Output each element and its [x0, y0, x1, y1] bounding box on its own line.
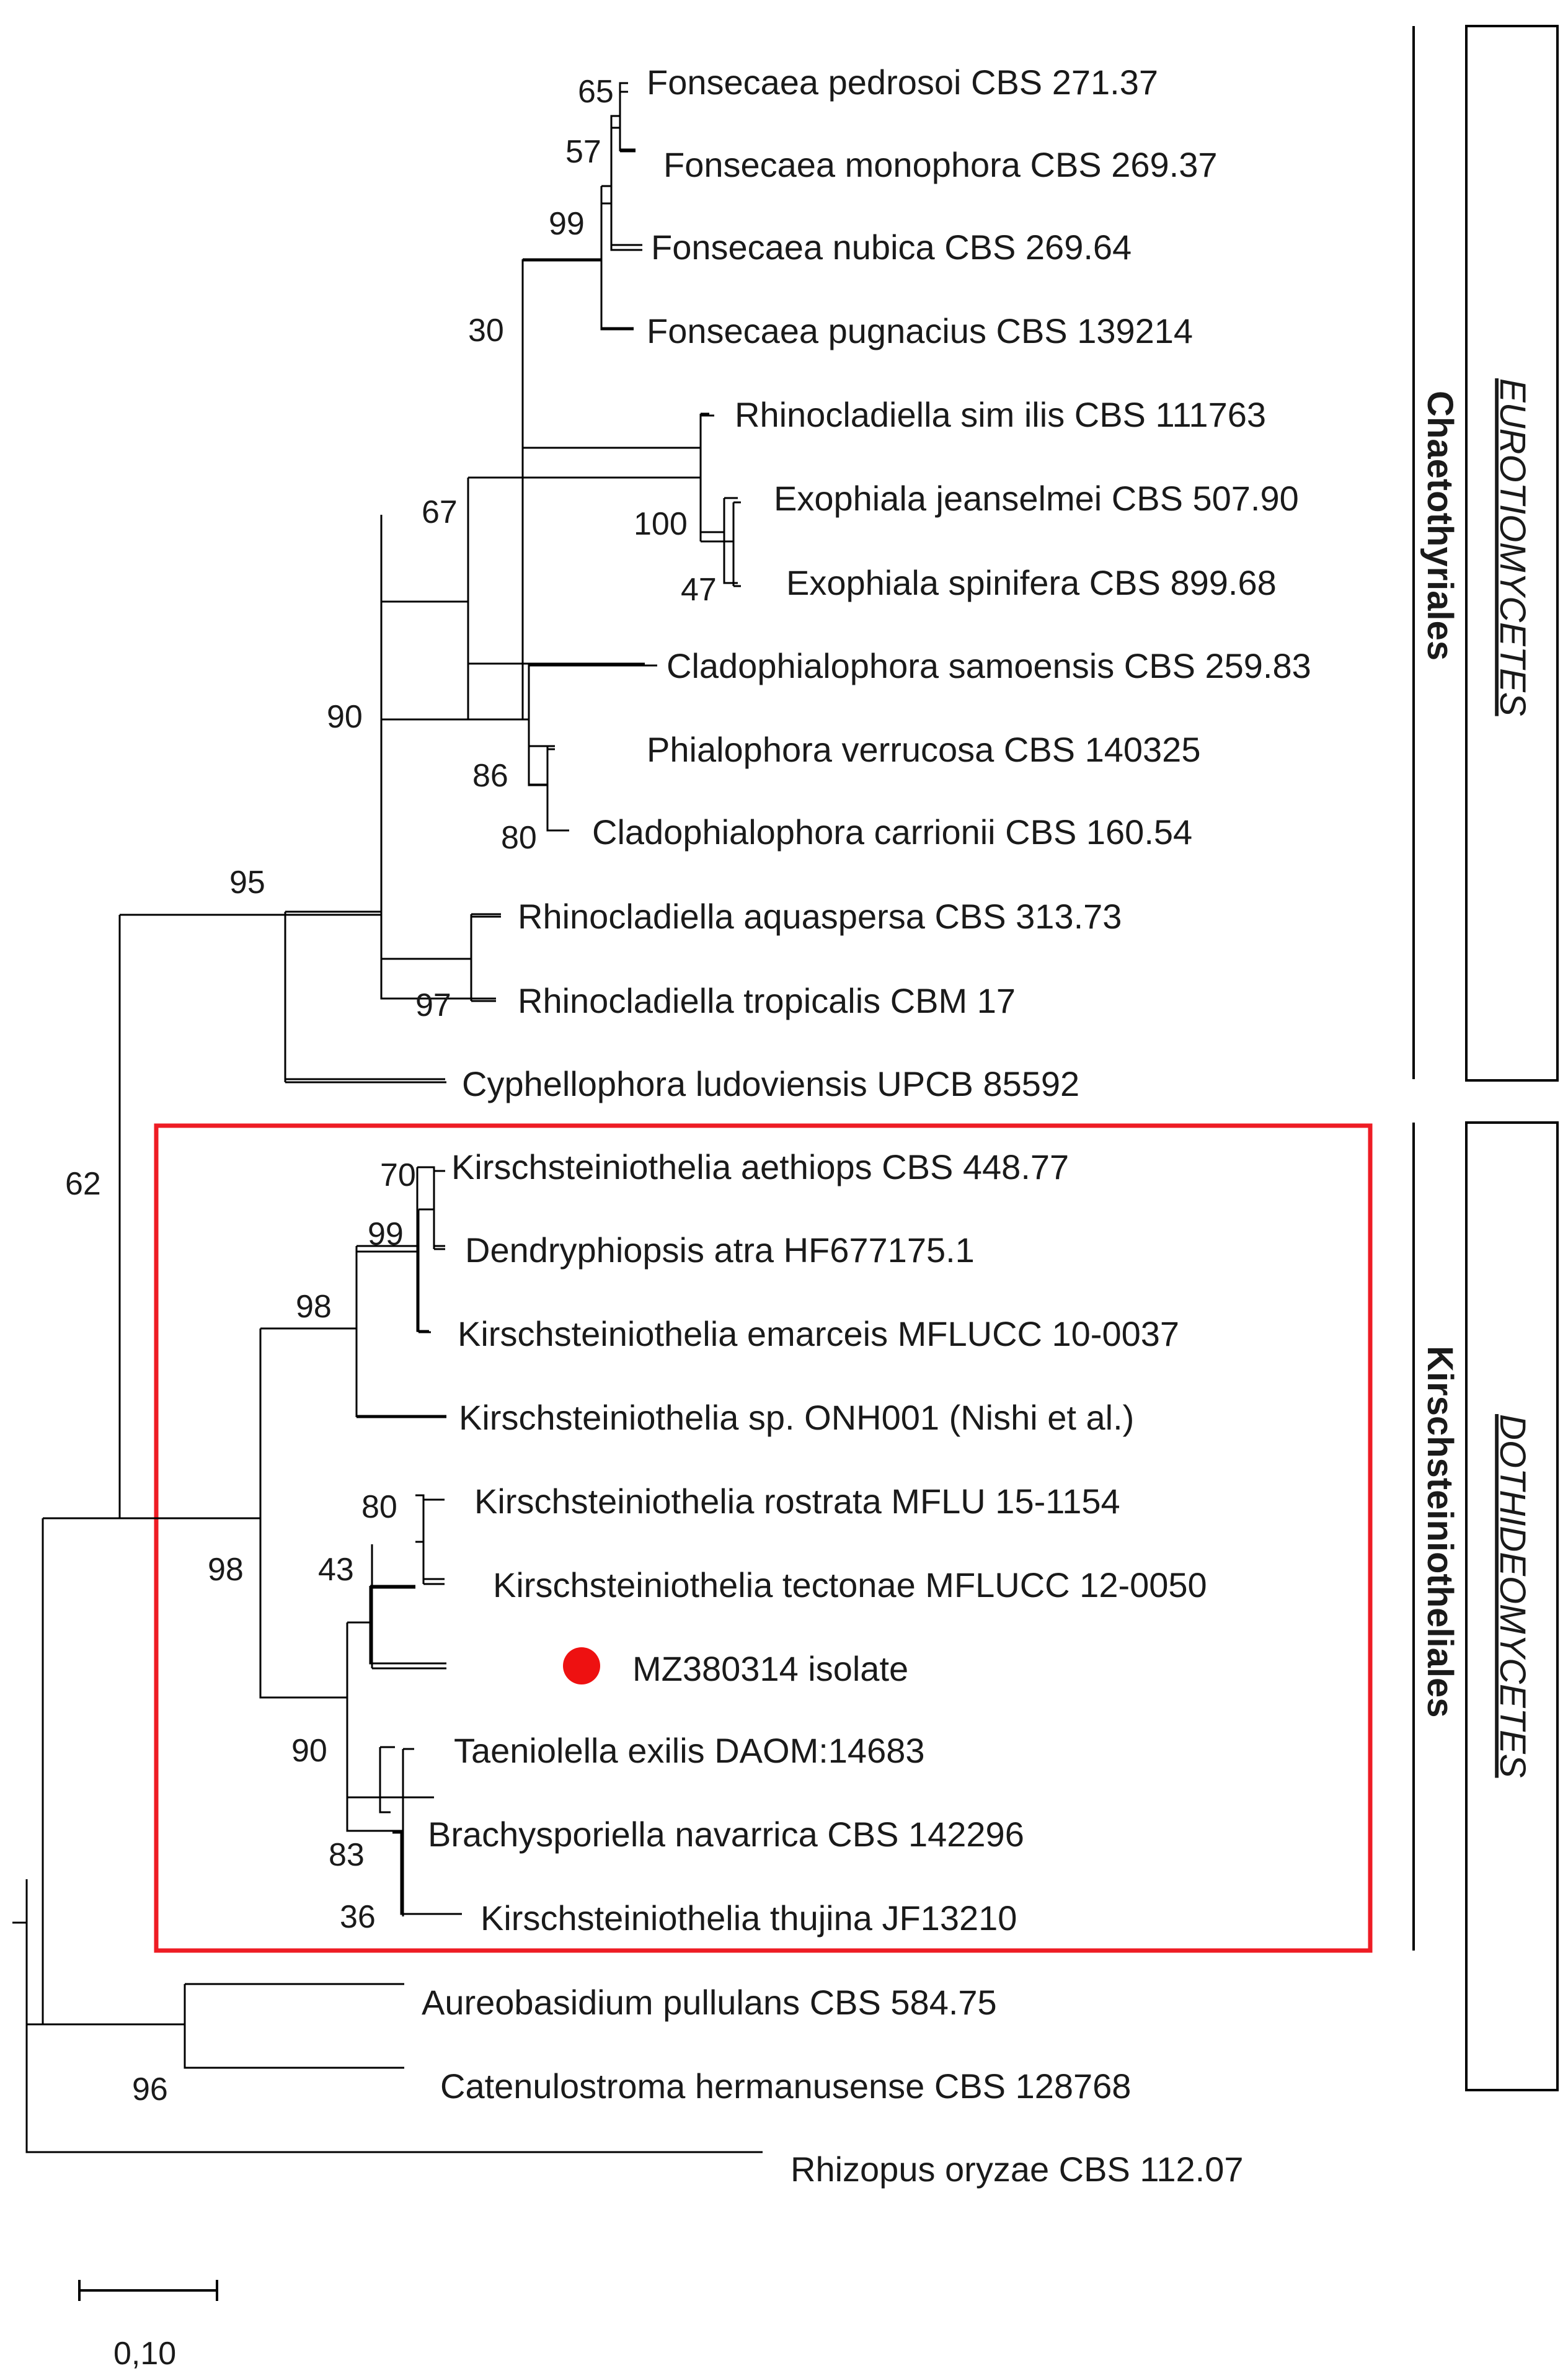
taxon-label: Exophiala jeanselmei CBS 507.90 — [774, 479, 1299, 518]
bootstrap-label: 83 — [329, 1837, 365, 1873]
taxon-label: Kirschsteiniothelia thujina JF13210 — [481, 1898, 1017, 1938]
bootstrap-label: 97 — [415, 987, 451, 1023]
bootstrap-label: 99 — [549, 206, 585, 242]
taxon-label: Dendryphiopsis atra HF677175.1 — [465, 1230, 975, 1270]
bootstrap-label: 86 — [472, 758, 508, 794]
bootstrap-label: 67 — [422, 494, 458, 530]
bootstrap-label: 99 — [368, 1216, 404, 1252]
taxon-label: Brachysporiella navarrica CBS 142296 — [428, 1815, 1024, 1854]
class-box-dothideomycetes — [1465, 1121, 1559, 2091]
taxon-label: Cladophialophora samoensis CBS 259.83 — [667, 646, 1311, 685]
taxon-label: Fonsecaea pugnacius CBS 139214 — [647, 311, 1193, 350]
class-box-eurotiomycetes — [1465, 25, 1559, 1082]
taxon-label: MZ380314 isolate — [632, 1649, 908, 1688]
taxon-label: Kirschsteiniothelia tectonae MFLUCC 12-0… — [493, 1565, 1207, 1604]
order-label-chaetothyriales: Chaetothyriales — [1420, 391, 1460, 661]
taxon-label: Cladophialophora carrionii CBS 160.54 — [592, 812, 1192, 852]
tree-structure — [284, 91, 741, 1916]
taxon-label: Kirschsteiniothelia aethiops CBS 448.77 — [451, 1147, 1069, 1186]
taxon-label: Catenulostroma hermanusense CBS 128768 — [440, 2067, 1131, 2106]
bootstrap-label: 90 — [291, 1733, 327, 1769]
taxon-label: Kirschsteiniothelia sp. ONH001 (Nishi et… — [459, 1398, 1134, 1437]
bootstrap-label: 47 — [681, 572, 717, 608]
bootstrap-label: 65 — [578, 74, 614, 110]
bootstrap-values: 65 57 99 30 100 47 67 86 80 90 97 95 70 … — [65, 74, 717, 2107]
class-label-eurotiomycetes: EUROTIOMYCETES — [1492, 378, 1533, 716]
taxon-label: Aureobasidium pullulans CBS 584.75 — [422, 1983, 997, 2022]
taxon-label: Kirschsteiniothelia emarceis MFLUCC 10-0… — [458, 1314, 1179, 1353]
bootstrap-label: 36 — [340, 1899, 376, 1935]
taxon-label: Rhizopus oryzae CBS 112.07 — [791, 2150, 1244, 2189]
taxon-label: Rhinocladiella sim ilis CBS 111763 — [735, 395, 1266, 434]
taxon-label: Fonsecaea pedrosoi CBS 271.37 — [647, 63, 1158, 102]
taxon-label: Exophiala spinifera CBS 899.68 — [786, 563, 1277, 602]
bootstrap-label: 98 — [208, 1552, 244, 1588]
bootstrap-label: 100 — [634, 506, 688, 542]
bootstrap-label: 95 — [229, 865, 265, 901]
taxon-label: Cyphellophora ludoviensis UPCB 85592 — [462, 1064, 1079, 1103]
bootstrap-label: 80 — [361, 1489, 397, 1525]
scale-bar: 0,10 — [78, 2280, 218, 2372]
taxon-label: Phialophora verrucosa CBS 140325 — [647, 730, 1200, 769]
taxon-label: Rhinocladiella aquaspersa CBS 313.73 — [518, 897, 1122, 936]
taxon-label: Fonsecaea monophora CBS 269.37 — [663, 145, 1217, 184]
class-label-dothideomycetes: DOTHIDEOMYCETES — [1492, 1414, 1533, 1778]
taxon-labels: Fonsecaea pedrosoi CBS 271.37 Fonsecaea … — [422, 63, 1311, 2189]
taxon-label: Taeniolella exilis DAOM:14683 — [454, 1731, 925, 1770]
bootstrap-label: 62 — [65, 1166, 101, 1202]
bootstrap-label: 90 — [327, 699, 363, 735]
isolate-marker — [563, 1647, 600, 1684]
order-label-kirschsteiniotheliales: Kirschsteiniotheliales — [1420, 1346, 1460, 1718]
bootstrap-label: 30 — [468, 313, 504, 349]
taxon-label: Kirschsteiniothelia rostrata MFLU 15-115… — [474, 1482, 1120, 1521]
bootstrap-label: 96 — [132, 2071, 168, 2107]
bootstrap-label: 80 — [501, 820, 537, 856]
clade-highlight-box — [154, 1123, 1373, 1953]
bootstrap-label: 70 — [380, 1157, 416, 1193]
taxon-label: Fonsecaea nubica CBS 269.64 — [651, 228, 1132, 267]
bootstrap-label: 57 — [565, 134, 601, 170]
scale-bar-label: 0,10 — [113, 2336, 176, 2372]
bootstrap-label: 98 — [296, 1289, 332, 1325]
taxon-label: Rhinocladiella tropicalis CBM 17 — [518, 981, 1016, 1020]
bootstrap-label: 43 — [318, 1552, 354, 1588]
